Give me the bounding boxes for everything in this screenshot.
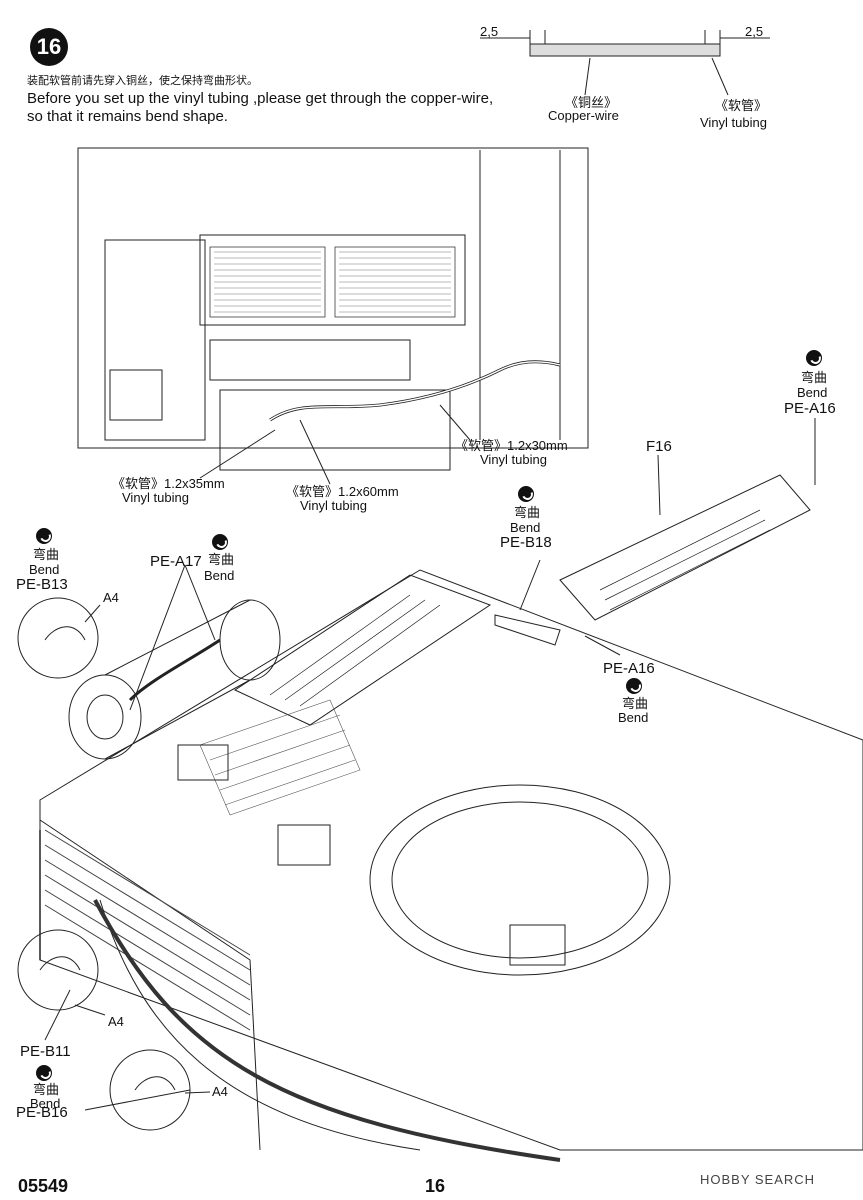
dimension-right: 2,5	[745, 24, 764, 39]
tubing-60mm-name: Vinyl tubing	[300, 498, 367, 513]
instruction-english-line2: so that it remains bend shape.	[27, 108, 228, 125]
wire-detail-figure	[480, 30, 770, 96]
tubing-35mm-name: Vinyl tubing	[122, 490, 189, 505]
copper-wire-label: Copper-wire	[548, 108, 619, 123]
page-number: 16	[425, 1176, 446, 1196]
pe-a16-mid-cn: 弯曲	[622, 697, 649, 712]
pe-a17-part: PE-A17	[150, 553, 202, 570]
pe-b18-bend: Bend	[510, 520, 541, 535]
bend-icon	[36, 1065, 52, 1086]
vinyl-tubing-label: Vinyl tubing	[700, 115, 767, 130]
pe-b13-bend: Bend	[29, 562, 60, 577]
pe-b16-part: PE-B16	[16, 1104, 68, 1121]
tubing-30mm-name: Vinyl tubing	[480, 452, 547, 467]
pe-a17-bend: Bend	[204, 568, 235, 583]
bend-icon	[806, 350, 822, 371]
instruction-english-line1: Before you set up the vinyl tubing ,plea…	[27, 90, 494, 107]
pe-b18-cn: 弯曲	[514, 506, 541, 521]
pe-b16-bend: Bend	[30, 1096, 61, 1111]
bend-icon	[626, 678, 642, 699]
bend-icon	[36, 528, 52, 549]
pe-a16-top-part: PE-A16	[784, 400, 836, 417]
bend-icon	[518, 486, 534, 507]
product-code: 05549	[18, 1176, 69, 1196]
pe-a16-top-bend: Bend	[797, 385, 828, 400]
dimension-left: 2,5	[480, 24, 499, 39]
pe-b13-cn: 弯曲	[33, 548, 60, 563]
pe-b11-part: PE-B11	[20, 1043, 71, 1060]
hull-isometric-view	[17, 418, 863, 1162]
pe-b16-cn: 弯曲	[33, 1083, 60, 1098]
part-f16: F16	[646, 438, 672, 455]
pe-b13-part: PE-B13	[16, 576, 68, 593]
pe-a16-mid-bend: Bend	[618, 710, 649, 725]
a4-bottom-label: A4	[212, 1084, 228, 1099]
a4-mid-label: A4	[108, 1014, 124, 1029]
pe-a16-top-cn: 弯曲	[801, 371, 828, 386]
instruction-chinese: 装配软管前请先穿入铜丝，使之保持弯曲形状。	[27, 74, 258, 87]
pe-b18-part: PE-B18	[500, 534, 552, 551]
tubing-30mm-size: 《软管》1.2x30mm	[455, 438, 568, 453]
step-number-badge: 16	[30, 28, 68, 66]
a4-top-label: A4	[103, 590, 119, 605]
pe-a16-mid-part: PE-A16	[603, 660, 655, 677]
engine-deck-top-view	[77, 147, 589, 485]
pe-a17-cn: 弯曲	[208, 553, 235, 568]
vinyl-tubing-cn: 《软管》	[715, 99, 768, 114]
tubing-60mm-size: 《软管》1.2x60mm	[286, 484, 399, 499]
copper-wire-cn: 《铜丝》	[565, 96, 618, 111]
tubing-35mm-size: 《软管》1.2x35mm	[112, 476, 225, 491]
watermark: HOBBY SEARCH	[700, 1172, 816, 1187]
bend-icon	[212, 534, 228, 555]
